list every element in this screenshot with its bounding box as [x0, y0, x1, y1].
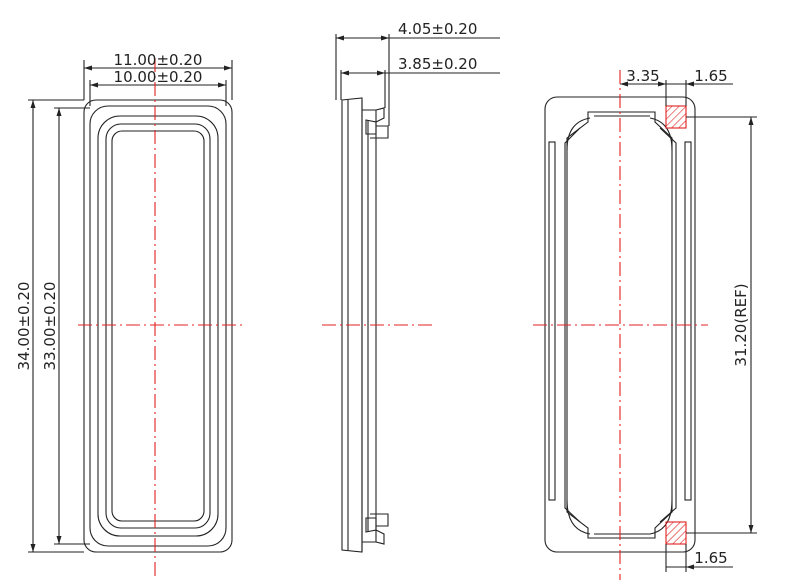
- label-width-outer: 11.00±0.20: [114, 51, 203, 69]
- label-pad-size-bottom: 1.65: [694, 549, 727, 567]
- front-gasket: [97, 115, 219, 537]
- back-inner-body: [566, 111, 673, 539]
- label-width-inner: 10.00±0.20: [114, 68, 203, 86]
- front-membrane-outer: [105, 123, 211, 529]
- label-thickness-body: 3.85±0.20: [398, 55, 477, 73]
- label-pad-size-top: 1.65: [694, 67, 727, 85]
- label-height-outer: 34.00±0.20: [15, 282, 33, 371]
- side-terminal-bottom: [365, 517, 385, 545]
- back-pad-bottom: [665, 521, 687, 545]
- label-thickness-total: 4.05±0.20: [398, 20, 477, 38]
- front-outer-frame: [83, 99, 233, 553]
- label-pad-offset: 3.35: [626, 67, 659, 85]
- front-membrane-inner: [111, 130, 205, 522]
- back-pad-top: [665, 105, 687, 129]
- side-view: [322, 34, 500, 553]
- side-terminal-top: [365, 107, 385, 135]
- front-view: [28, 58, 246, 578]
- label-height-inner: 33.00±0.20: [41, 282, 59, 371]
- front-frame-inner-edge: [89, 105, 227, 547]
- label-pad-pitch: 31.20(REF): [732, 283, 750, 366]
- back-view: [533, 70, 757, 580]
